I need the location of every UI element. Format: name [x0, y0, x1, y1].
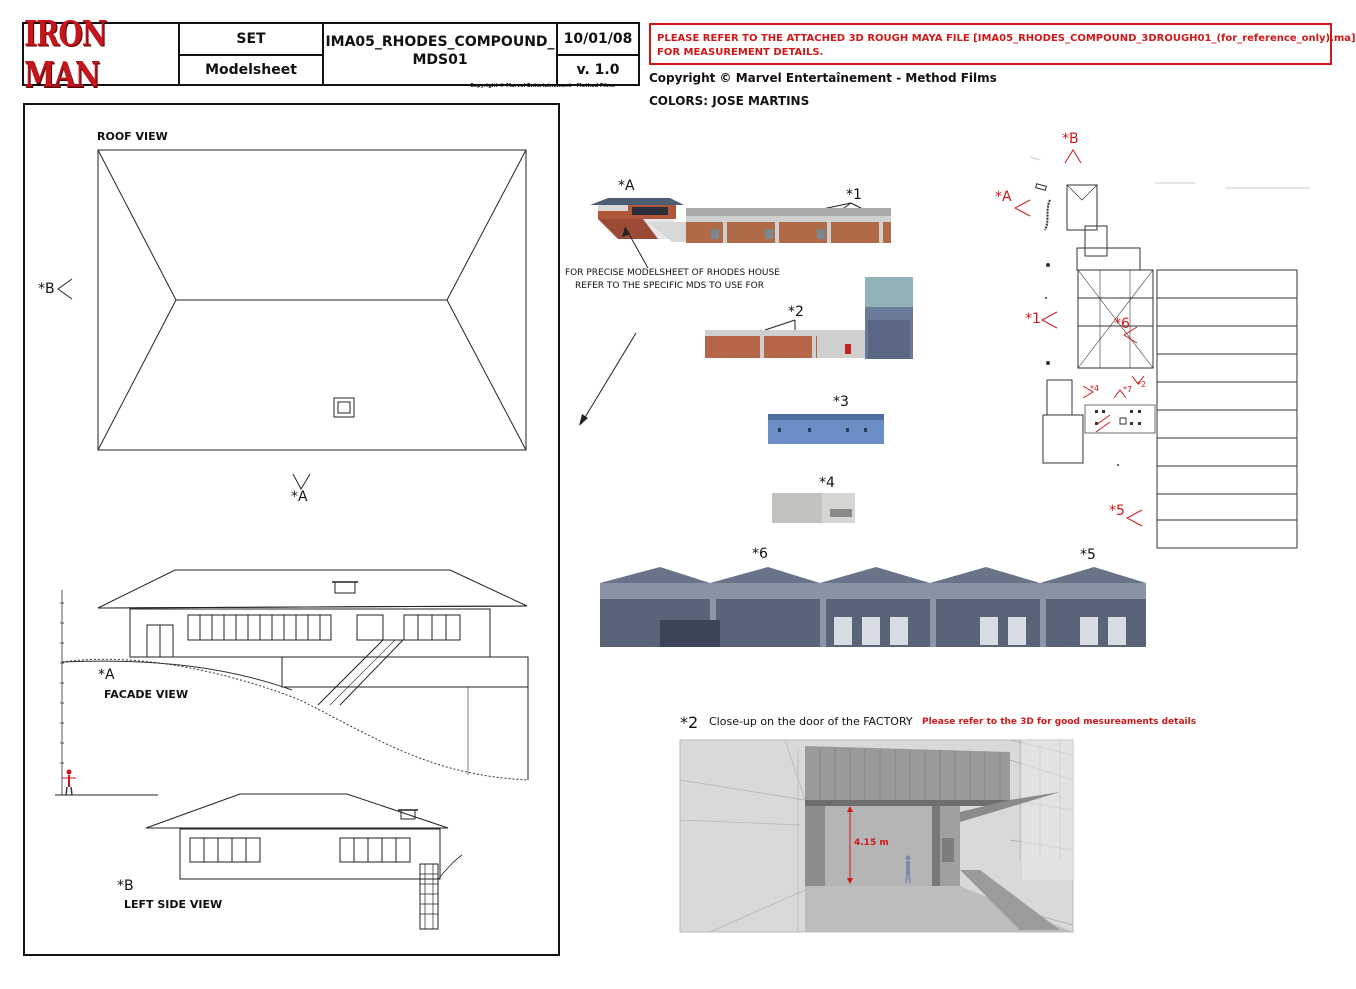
- closeup-marker: *2: [680, 713, 699, 732]
- iron-man-logo: IRON MAN: [24, 12, 107, 96]
- set-label-cell: SET: [180, 24, 324, 56]
- closeup-note: Please refer to the 3D for good mesuream…: [922, 717, 1197, 727]
- ref-4-marker: *4: [819, 475, 835, 491]
- roof-marker-b: *B: [38, 281, 55, 297]
- copyright-line: Copyright © Marvel Entertaînement - Meth…: [649, 71, 997, 85]
- logo-cell: IRON MAN: [24, 13, 180, 95]
- file-name-line1: IMA05_RHODES_COMPOUND_: [325, 34, 555, 50]
- drawing-frame: [23, 103, 560, 956]
- ref-3-marker: *3: [833, 394, 849, 410]
- ref-warehouse-image: [600, 567, 1146, 647]
- ref-a-marker: *A: [618, 178, 635, 194]
- title-block: IRON MAN SET Modelsheet IMA05_RHODES_COM…: [22, 13, 640, 95]
- ref-4-wall-image: [772, 493, 855, 523]
- ref-note-line1: FOR PRECISE MODELSHEET OF RHODES HOUSE: [565, 268, 780, 278]
- file-name-cell: IMA05_RHODES_COMPOUND_ MDS01: [324, 24, 558, 84]
- plan-marker-5: *5: [1109, 503, 1125, 519]
- sheet-type-cell: Modelsheet: [180, 56, 324, 84]
- ref-1-marker: *1: [846, 187, 862, 203]
- sheet-version: v. 1.0: [576, 62, 620, 78]
- roof-view-label: ROOF VIEW: [97, 130, 168, 143]
- set-label: SET: [236, 31, 266, 47]
- door-height-measurement: 4.15 m: [854, 838, 889, 848]
- roof-marker-a: *A: [291, 489, 308, 505]
- closeup-title: Close-up on the door of the FACTORY: [709, 715, 913, 728]
- file-name-line2: MDS01: [412, 52, 468, 68]
- colors-credit: COLORS: JOSE MARTINS: [649, 94, 810, 108]
- date-cell: 10/01/08: [558, 24, 638, 56]
- facade-view-label: FACADE VIEW: [104, 688, 189, 701]
- plan-marker-1: *1: [1025, 311, 1041, 327]
- notice-line2: FOR MEASUREMENT DETAILS.: [657, 47, 824, 58]
- plan-marker-6: *6: [1114, 316, 1130, 332]
- plan-marker-b: *B: [1062, 131, 1079, 147]
- sheet-type: Modelsheet: [205, 62, 297, 78]
- ref-5-marker: *5: [1080, 547, 1096, 563]
- left-side-marker-b: *B: [117, 878, 134, 894]
- ref-6-marker: *6: [752, 546, 768, 562]
- notice-line1: PLEASE REFER TO THE ATTACHED 3D ROUGH MA…: [657, 33, 1356, 44]
- closeup-render-image: [679, 739, 1074, 933]
- ref-3-building-image: [768, 414, 884, 444]
- facade-marker-a: *A: [98, 667, 115, 683]
- sheet-date: 10/01/08: [563, 31, 633, 47]
- ref-2-marker: *2: [788, 304, 804, 320]
- plan-marker-a: *A: [995, 189, 1012, 205]
- plan-marker-7: *7: [1123, 385, 1133, 394]
- left-side-view-label: LEFT SIDE VIEW: [124, 898, 223, 911]
- copyright-small: Copyright © Marvel Entertainement - Meth…: [470, 83, 615, 89]
- notice-box: PLEASE REFER TO THE ATTACHED 3D ROUGH MA…: [649, 23, 1356, 65]
- plan-marker-4: *4: [1090, 384, 1100, 393]
- plan-marker-2: *2: [1137, 380, 1147, 389]
- ref-note-line2: REFER TO THE SPECIFIC MDS TO USE FOR: [575, 281, 764, 291]
- version-cell: v. 1.0: [558, 56, 638, 84]
